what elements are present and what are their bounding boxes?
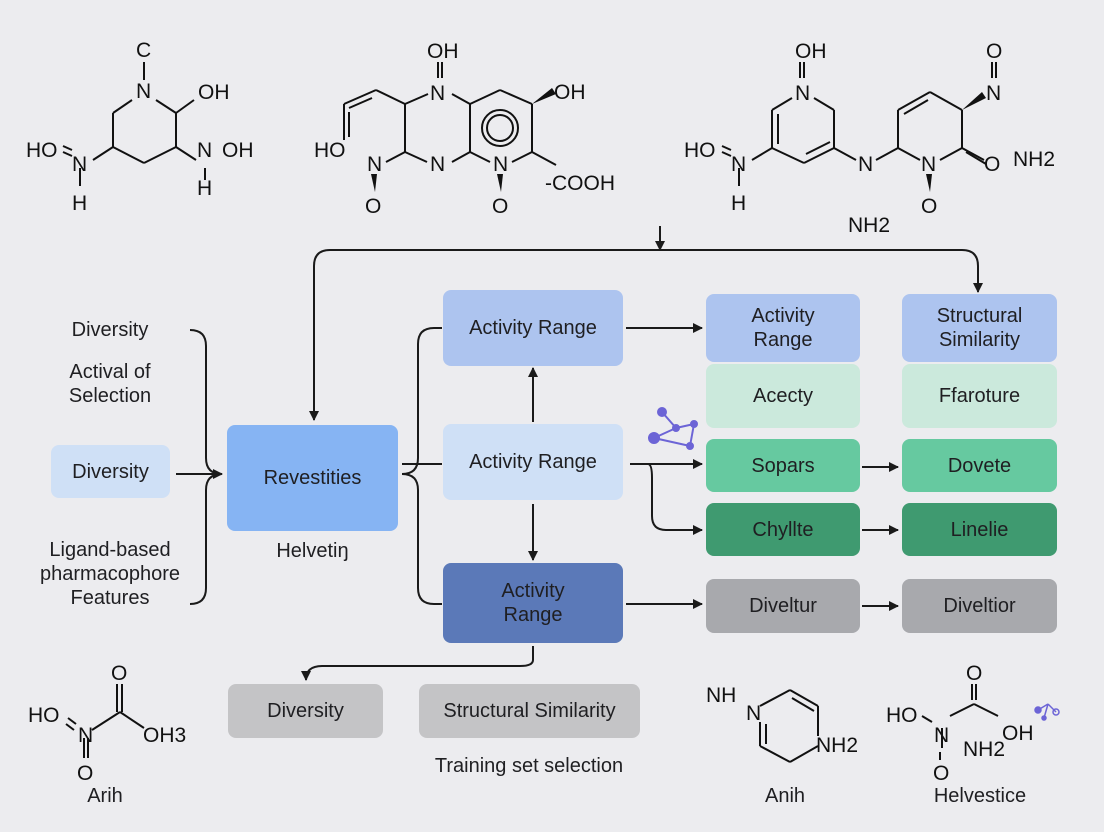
atom-label: O: [966, 662, 982, 685]
atom-label: OH: [198, 81, 230, 104]
bracket-left-top: [189, 329, 223, 475]
atom-label: HO: [684, 139, 716, 162]
molecule-top-right: [721, 62, 997, 186]
molecule-bottom-right: [921, 684, 999, 760]
atom-label: N: [78, 724, 93, 747]
atom-label: O: [365, 195, 381, 218]
atom-label: H: [72, 192, 87, 215]
molecule-top-middle-labels: OH N OH HO N N N O O -COOH: [314, 40, 615, 218]
atom-label: OH: [554, 81, 586, 104]
atom-label: OH3: [143, 724, 186, 747]
box-activity-range-bottom[interactable]: Activity Range: [443, 563, 623, 643]
box-col1-chyllte[interactable]: Chyllte: [706, 503, 860, 556]
label-diversity-top: Diversity: [71, 319, 149, 341]
box-bottom-structural-similarity[interactable]: Structural Similarity: [419, 684, 640, 738]
atom-label: HO: [886, 704, 918, 727]
box-bottom-diversity[interactable]: Diversity: [228, 684, 383, 738]
label-ligand-pharmacophore-features: Ligand-based pharmacophore Features: [39, 539, 181, 609]
atom-label: HO: [314, 139, 346, 162]
atom-label: NH2: [848, 214, 890, 237]
molecule-network-icon: [648, 407, 698, 450]
label-training-set-selection: Training set selection: [434, 755, 624, 777]
atom-label: N: [934, 724, 949, 747]
molecule-top-right-wedges: [926, 92, 986, 192]
atom-label: C: [136, 39, 151, 62]
atom-label: OH: [427, 40, 459, 63]
bracket-main-bottom: [401, 473, 442, 605]
atom-label: N: [858, 153, 873, 176]
box-col2-structural-similarity[interactable]: Structural Similarity: [902, 294, 1057, 362]
molecule-bottom-right-icon: [1034, 703, 1060, 721]
molecule-bottom-middle-labels: NH N NH2: [706, 684, 858, 757]
molecule-bottom-left: [65, 684, 145, 758]
molecule-top-left-labels: C N OH HO N H N OH H: [26, 39, 254, 215]
box-col1-diveltur[interactable]: Diveltur: [706, 579, 860, 633]
box-col2-linelie[interactable]: Linelie: [902, 503, 1057, 556]
label-actival-of-selection: Actival of Selection: [68, 361, 152, 407]
caption-anih: Anih: [764, 785, 806, 807]
atom-label: N: [197, 139, 212, 162]
box-activity-range-middle[interactable]: Activity Range: [443, 424, 623, 500]
atom-label: -COOH: [545, 172, 615, 195]
atom-label: N: [367, 153, 382, 176]
atom-label: NH: [706, 684, 736, 707]
atom-label: N: [136, 80, 151, 103]
atom-label: O: [986, 40, 1002, 63]
molecule-top-left: [62, 62, 206, 186]
atom-label: H: [731, 192, 746, 215]
bracket-main-top: [401, 327, 442, 475]
molecule-top-middle: [343, 62, 557, 166]
atom-label: NH2: [963, 738, 1005, 761]
molecule-bottom-left-labels: O HO N OH3 O: [28, 662, 186, 785]
atom-label: OH: [222, 139, 254, 162]
caption-helvestice: Helvestice: [933, 785, 1027, 807]
atom-label: N: [72, 153, 87, 176]
atom-label: NH2: [1013, 148, 1055, 171]
connector-activity-middle-down: [647, 463, 703, 535]
box-col1-sopars[interactable]: Sopars: [706, 439, 860, 492]
atom-label: O: [933, 762, 949, 785]
atom-label: O: [492, 195, 508, 218]
atom-label: N: [493, 153, 508, 176]
atom-label: N: [746, 702, 761, 725]
atom-label: N: [731, 153, 746, 176]
box-diversity-left[interactable]: Diversity: [51, 445, 170, 498]
atom-label: OH: [795, 40, 827, 63]
label-helveting: Helvetiŋ: [276, 540, 349, 562]
atom-label: NH2: [816, 734, 858, 757]
box-col1-activity-range[interactable]: Activity Range: [706, 294, 860, 362]
atom-label: N: [921, 153, 936, 176]
connectors: [176, 226, 983, 681]
atom-label: OH: [1002, 722, 1034, 745]
molecule-top-middle-wedges: [371, 88, 556, 192]
box-col1-acecty[interactable]: Acecty: [706, 364, 860, 428]
atom-label: O: [111, 662, 127, 685]
molecule-top-right-labels: OH N O N HO N H N N O O NH2 NH2: [684, 40, 1055, 237]
atom-label: N: [986, 82, 1001, 105]
box-col2-dovete[interactable]: Dovete: [902, 439, 1057, 492]
connector-bus-to-main: [309, 249, 660, 421]
box-revestities[interactable]: Revestities: [227, 425, 398, 531]
atom-label: N: [430, 82, 445, 105]
atom-label: O: [984, 153, 1000, 176]
box-col2-ffaroture[interactable]: Ffaroture: [902, 364, 1057, 428]
atom-label: O: [77, 762, 93, 785]
molecule-bottom-right-labels: O HO N OH NH2 O: [886, 662, 1034, 785]
atom-label: HO: [28, 704, 60, 727]
atom-label: HO: [26, 139, 58, 162]
atom-label: N: [795, 82, 810, 105]
box-col2-diveltior[interactable]: Diveltior: [902, 579, 1057, 633]
atom-label: H: [197, 177, 212, 200]
molecule-bottom-middle: [759, 689, 819, 763]
atom-label: N: [430, 153, 445, 176]
box-activity-range-top[interactable]: Activity Range: [443, 290, 623, 366]
connector-bus-to-structural: [660, 249, 983, 293]
atom-label: O: [921, 195, 937, 218]
connector-to-bottom-diversity: [301, 646, 534, 681]
caption-arih: Arih: [87, 785, 123, 807]
